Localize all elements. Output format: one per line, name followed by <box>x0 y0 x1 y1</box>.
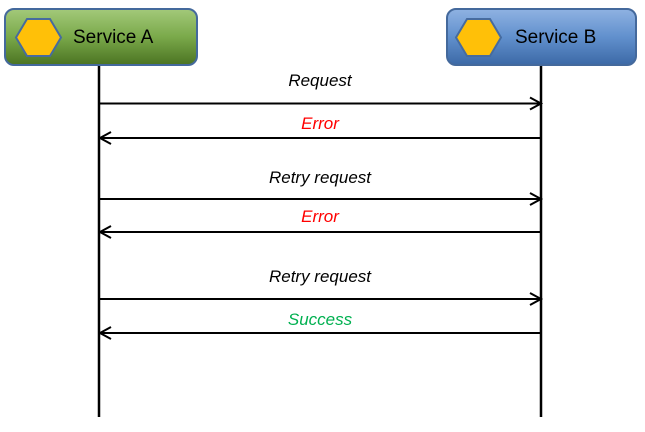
actor-label-service-b: Service B <box>515 27 596 48</box>
hexagon-icon <box>454 18 503 57</box>
message-label-retry-2: Retry request <box>269 267 372 286</box>
actor-service-b: Service B <box>446 8 637 66</box>
message-label-error-1: Error <box>301 114 340 133</box>
actor-service-a: Service A <box>4 8 198 66</box>
message-label-error-2: Error <box>301 207 340 226</box>
message-label-success: Success <box>288 310 353 329</box>
actor-box-service-b <box>446 8 637 66</box>
hexagon-icon <box>14 18 63 57</box>
actor-label-service-a: Service A <box>73 27 154 48</box>
message-label-request: Request <box>288 71 353 90</box>
message-label-retry-1: Retry request <box>269 168 372 187</box>
